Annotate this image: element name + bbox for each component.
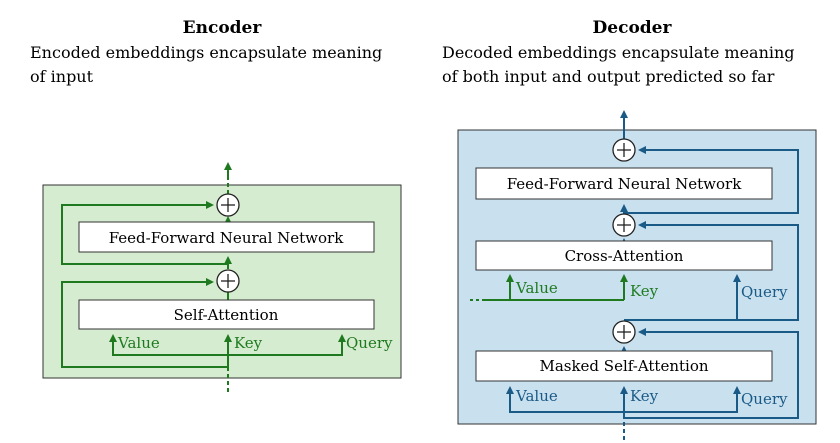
encoder-self-attention-label: Self-Attention (174, 306, 279, 324)
decoder-cross-query-label: Query (741, 283, 788, 301)
encoder-title: Encoder (183, 18, 263, 38)
encoder-value-arrow (109, 334, 228, 356)
encoder-section: Encoder Encoded embeddings encapsulate m… (30, 18, 402, 392)
decoder-masked-self-attention-box (475, 350, 773, 382)
decoder-masked-value-arrow (506, 386, 624, 413)
encoder-query-label: Query (346, 334, 393, 352)
encoder-key-label: Key (234, 334, 263, 352)
encoder-value-label: Value (117, 334, 160, 352)
encoder-residual-arrow-1 (61, 278, 228, 368)
decoder-description-line2: of both input and output predicted so fa… (442, 67, 775, 86)
encoder-description-line1: Encoded embeddings encapsulate meaning (30, 43, 382, 62)
decoder-add-node-1 (612, 320, 636, 344)
decoder-masked-value-label: Value (515, 387, 558, 405)
decoder-masked-key-label: Key (630, 387, 659, 405)
encoder-add-node-2 (216, 193, 240, 217)
decoder-section: Decoder Decoded embeddings encapsulate m… (442, 18, 817, 440)
decoder-residual-arrow-2 (624, 221, 799, 321)
decoder-cross-attention-label: Cross-Attention (565, 247, 684, 265)
decoder-masked-self-attention-label: Masked Self-Attention (539, 357, 708, 375)
encoder-residual-arrow-2 (61, 201, 228, 265)
decoder-masked-query-label: Query (741, 390, 788, 408)
decoder-ffn-label: Feed-Forward Neural Network (507, 175, 743, 193)
encoder-self-attention-box (78, 299, 375, 330)
encoder-add-node-1 (216, 269, 240, 293)
decoder-ffn-box (475, 167, 773, 200)
decoder-masked-query-arrow (624, 386, 741, 413)
decoder-residual-arrow-1 (624, 328, 799, 419)
decoder-add-node-2 (612, 213, 636, 237)
encoder-query-arrow (228, 334, 346, 356)
encoder-description-line2: of input (30, 67, 94, 86)
decoder-cross-attention-box (475, 240, 773, 271)
decoder-title: Decoder (593, 18, 673, 38)
decoder-residual-arrow-3 (624, 146, 799, 214)
encoder-ffn-box (78, 221, 375, 253)
decoder-cross-value-label: Value (515, 279, 558, 297)
decoder-description-line1: Decoded embeddings encapsulate meaning (442, 43, 795, 62)
decoder-cross-key-label: Key (630, 282, 659, 300)
encoder-ffn-label: Feed-Forward Neural Network (109, 229, 345, 247)
decoder-add-node-3 (612, 138, 636, 162)
